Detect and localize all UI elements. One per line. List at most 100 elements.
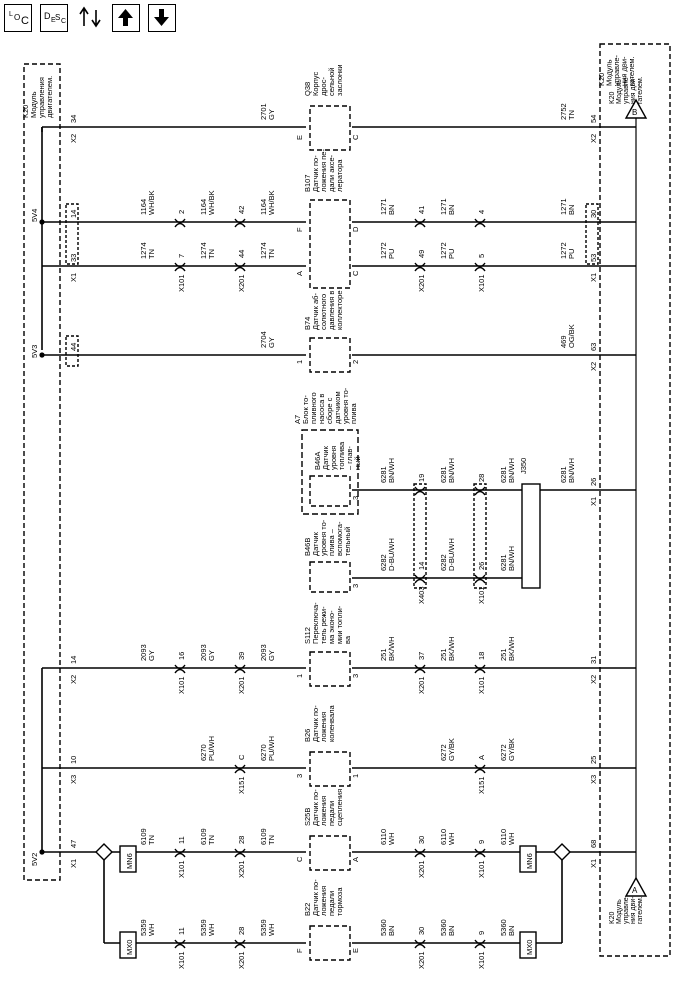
- component-3-desc-line: пливного: [309, 392, 318, 424]
- arrow-down-icon[interactable]: [148, 4, 176, 32]
- wire-5360-c-label-color: BN: [507, 926, 516, 936]
- wire-6109-a-label-number: 6109: [139, 828, 148, 845]
- k20-left-module-border: [23, 63, 61, 881]
- b107-pin-a: A: [295, 271, 304, 276]
- right-conn-7: X1: [589, 859, 598, 868]
- x201-44-pin: 44: [237, 250, 246, 258]
- component-8-desc-line: сцепления: [335, 789, 344, 826]
- right-pin-4: 26: [589, 478, 598, 486]
- component-9-desc-line: педали: [327, 891, 336, 916]
- wire-6281-b-label-number: 6281: [439, 466, 448, 483]
- wire-1164-b-label-number: 1164: [199, 199, 208, 215]
- wire-5360-b-label-number: 5360: [439, 919, 448, 936]
- right-pin-2: 53: [589, 254, 598, 262]
- wire-1272-c-label-color: PU: [567, 249, 576, 259]
- x101-16-conn: X101: [177, 676, 186, 694]
- description-button[interactable]: D E S C: [40, 4, 68, 32]
- right-pin-group-30-53: [585, 203, 599, 265]
- wire-5360-b-label-color: BN: [447, 926, 456, 936]
- wire-1272-b-label-color: PU: [447, 249, 456, 259]
- k20-top-label-line: K20: [597, 73, 606, 86]
- x201-28-b22-symbol-b: [234, 943, 246, 949]
- wire-1272-b-label-number: 1272: [439, 242, 448, 259]
- x201-28-conn: X201: [237, 860, 246, 878]
- k20-right-b-label-line: управле-: [623, 74, 630, 104]
- mx0-box-left: [119, 931, 137, 959]
- x101-2-pin: 2: [177, 210, 186, 214]
- x151-a-symbol: [474, 764, 486, 770]
- component-4-desc-line: B46A: [313, 452, 322, 470]
- b46a-box: [309, 475, 351, 507]
- wire-6110-a-label-number: 6110: [379, 829, 388, 845]
- x201-42-symbol: [234, 218, 246, 224]
- wire-1274-c-label-color: TN: [267, 249, 276, 259]
- k20-left-label-line: управления: [37, 77, 46, 118]
- component-4-desc-line: топлива: [337, 441, 346, 470]
- b46a-pin-3: 3: [351, 496, 360, 500]
- wire-6282-a-label-number: 6282: [379, 554, 388, 571]
- wire-251-a-label-color: BK/WH: [387, 636, 396, 661]
- x101-5-pin: 5: [477, 254, 486, 258]
- component-2-desc-line: B74: [303, 317, 312, 330]
- wire-2752-label-number: 2752: [559, 103, 568, 120]
- x101-7-pin: 7: [177, 254, 186, 258]
- x101-28-symbol: [474, 486, 486, 492]
- wire-251-b-label-color: BK/WH: [447, 636, 456, 661]
- b74-pin-1: 1: [295, 360, 304, 364]
- right-conn-4: X1: [589, 497, 598, 506]
- left-conn-5: X3: [69, 775, 78, 784]
- component-5-desc-line: Датчик: [311, 531, 320, 556]
- s25b-pin-a: A: [351, 857, 360, 862]
- wire-5359-b-label-color: WH: [207, 924, 216, 937]
- mn6-label-left: MN6: [125, 853, 134, 869]
- x101-4-symbol-b: [474, 222, 486, 228]
- b107-pin-f: F: [295, 227, 304, 232]
- wire-6281-c-label-number: 6281: [499, 466, 508, 483]
- s112-box: [309, 651, 351, 687]
- wire-6282-a-label-color: D-BU/WH: [387, 538, 396, 571]
- wire-5359-b-label-number: 5359: [199, 919, 208, 936]
- module-tag-b: [624, 98, 648, 119]
- wire-6270-b-label-number: 6270: [259, 744, 268, 761]
- wire-6270-a-label-number: 6270: [199, 744, 208, 761]
- component-1-desc-line: лератора: [335, 159, 344, 192]
- component-1-desc-line: ложения пе-: [319, 149, 328, 192]
- x403-19-symbol: [414, 486, 426, 492]
- x201-30-symbol: [414, 848, 426, 854]
- wire-6272-a-label-color: GY/BK: [447, 738, 456, 761]
- b107-pin-d: D: [351, 226, 360, 232]
- location-button[interactable]: L O C: [4, 4, 32, 32]
- loc-l: L: [9, 11, 13, 18]
- toolbar: L O C D E S C: [4, 4, 176, 36]
- wrench-arrows-icon[interactable]: [76, 4, 104, 32]
- x201-37-symbol-b: [414, 668, 426, 674]
- x151-a-symbol-b: [474, 768, 486, 774]
- mx0-label-right: MX0: [525, 940, 534, 955]
- x101-2-symbol-b: [174, 222, 186, 228]
- x101-9-pin: 9: [477, 840, 486, 844]
- k20-right-a-label-line: гателем.: [637, 896, 644, 924]
- b107-box: [309, 199, 351, 289]
- wire-5360-c-label-number: 5360: [499, 919, 508, 936]
- x403-14-symbol: [414, 574, 426, 580]
- b26-pin-1: 1: [351, 774, 360, 778]
- right-pin-0: 54: [589, 115, 598, 123]
- wire-6272-a-label-number: 6272: [439, 744, 448, 761]
- component-shapes: [23, 43, 671, 961]
- wire-6110-a-label-color: WH: [387, 833, 396, 846]
- arrow-up-icon[interactable]: [112, 4, 140, 32]
- x101-7-symbol-b: [174, 266, 186, 272]
- wire-251-a-label-number: 251: [379, 648, 388, 661]
- x101-11-b22-symbol-b: [174, 943, 186, 949]
- desc-d: D: [44, 11, 51, 21]
- desc-e: E: [51, 17, 56, 24]
- x101-28-pin: 28: [477, 474, 486, 482]
- right-pin-3: 63: [589, 343, 598, 351]
- x201-30-b22-symbol: [414, 939, 426, 945]
- wire-6281-e-label-number: 6281: [499, 554, 508, 571]
- right-conn-3: X2: [589, 362, 598, 371]
- wire-1271-b-label-number: 1271: [439, 198, 448, 215]
- splice-5v3: [39, 352, 45, 358]
- wire-2093-c-label-color: GY: [267, 650, 276, 661]
